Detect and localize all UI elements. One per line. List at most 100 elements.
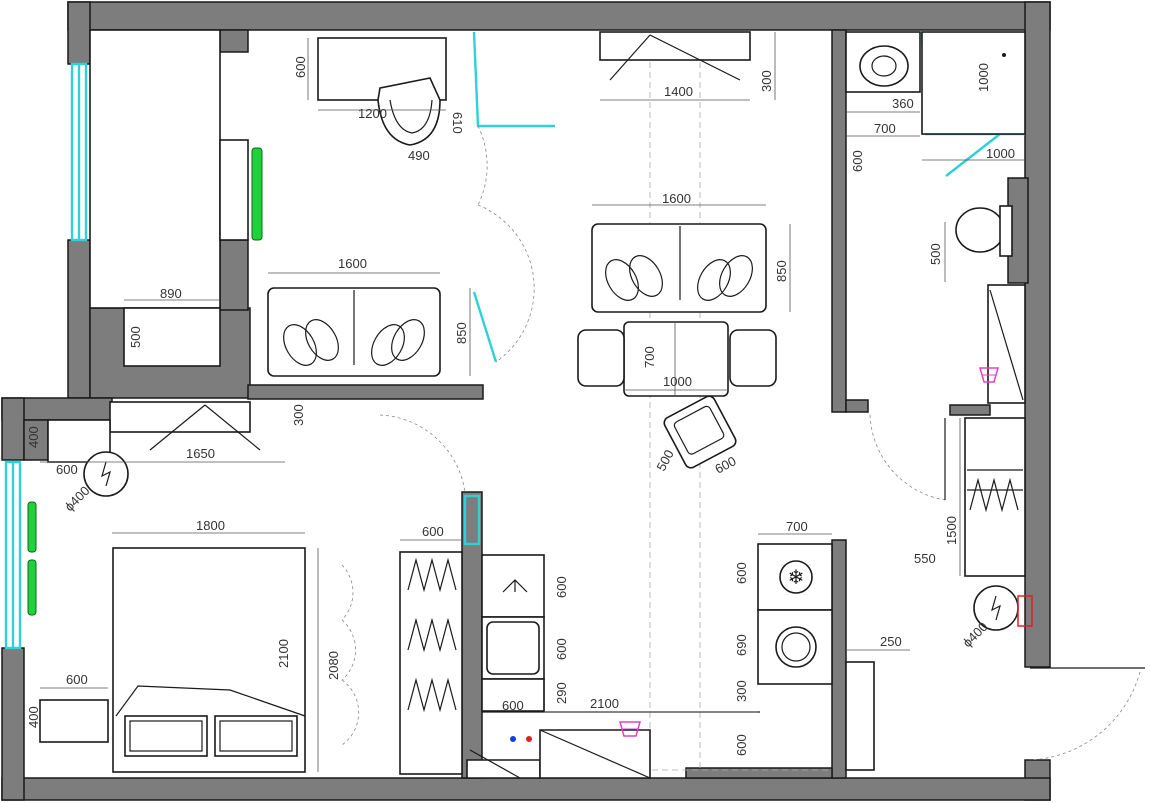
bedside-table	[39, 699, 109, 743]
wall-top	[67, 1, 1051, 31]
dimension-lines	[40, 32, 1025, 772]
dim-kitchen-module-1: 600	[554, 576, 569, 598]
balcony-low-cabinet	[123, 307, 221, 367]
dim-kitchen-run: 2100	[590, 696, 619, 711]
dim-sofa-office-depth: 850	[454, 322, 469, 344]
dim-armchair-width: 600	[712, 453, 738, 476]
dim-bedroom-wardrobe-depth: 300	[291, 404, 306, 426]
dim-tv-width: 1400	[664, 84, 693, 99]
dim-kitchen-worktop: 600	[502, 698, 524, 713]
tv-unit	[599, 31, 751, 61]
balcony-floor	[89, 29, 221, 309]
dim-column-width: 250	[880, 634, 902, 649]
toilet	[955, 205, 1013, 257]
fuse-box-icon	[1017, 595, 1033, 627]
office-chair	[377, 77, 441, 146]
dim-office-chair-width: 490	[408, 148, 430, 163]
shower-tray	[921, 31, 1026, 135]
dim-shower-width: 1000	[986, 146, 1015, 161]
bedroom	[27, 401, 463, 775]
dim-kitchen-lower: 600	[734, 734, 749, 756]
dim-bath-wall-offset: 600	[850, 150, 865, 172]
walls	[1, 1, 1051, 801]
wall-bath-left	[831, 29, 847, 413]
window-office-door-leaf	[472, 31, 555, 128]
door-swings	[341, 125, 1145, 761]
radiator-bedroom-1	[27, 501, 37, 553]
dim-bed-length: 2100	[276, 639, 291, 668]
office-area	[89, 29, 447, 377]
wall-bath-stub-2	[949, 404, 991, 416]
guide-lines	[482, 32, 830, 771]
wall-balcony-stub	[219, 29, 249, 53]
dim-desk-width: 1200	[358, 106, 387, 121]
hallway	[964, 417, 1033, 631]
dining-chair-left	[577, 329, 625, 387]
dim-basin-width: 360	[892, 96, 914, 111]
dim-bedroom-wardrobe-width: 1650	[186, 446, 215, 461]
wall-bedroom-pier	[23, 419, 49, 461]
dim-tv-depth: 300	[759, 70, 774, 92]
pillow-right	[214, 715, 298, 757]
dining-armchair	[663, 395, 737, 469]
dim-fridge-depth: 600	[734, 562, 749, 584]
dim-table-width: 1000	[663, 374, 692, 389]
dim-armchair-depth: 500	[653, 447, 676, 473]
bathroom	[845, 31, 1026, 404]
wall-bedroom-left-top	[1, 397, 25, 461]
dim-table-depth: 700	[642, 346, 657, 368]
dim-desk-depth: 600	[293, 56, 308, 78]
dim-bed-width: 1800	[196, 518, 225, 533]
kitchen-outlet-icon	[619, 721, 641, 737]
dim-bedside-depth: 400	[26, 706, 41, 728]
dim-office-chair-depth: 610	[450, 112, 465, 134]
wall-kitchen-right	[831, 539, 847, 779]
dim-sofa-living-depth: 850	[774, 260, 789, 282]
balcony-cabinet	[219, 139, 249, 241]
hot-tap-icon	[526, 736, 532, 742]
dim-hall-wardrobe-depth: 550	[914, 551, 936, 566]
wall-bedroom-left-bottom	[1, 647, 25, 801]
dim-bedroom-shelf-depth: 400	[26, 426, 41, 448]
dim-washer-depth: 690	[734, 634, 749, 656]
wall-left-mid	[67, 239, 91, 399]
dim-kitchen-module-3: 290	[554, 682, 569, 704]
dim-kitchen-module-2: 600	[554, 638, 569, 660]
dim-fridge-width: 700	[786, 519, 808, 534]
bedroom-heater	[83, 451, 129, 497]
living-area	[577, 31, 777, 469]
dim-closet-depth: 600	[422, 524, 444, 539]
window-sofa-side	[472, 291, 498, 363]
bedroom-wardrobe	[109, 401, 251, 433]
sofa-living	[591, 223, 767, 313]
dim-wardrobe-length: 2080	[326, 651, 341, 680]
wall-left-top	[67, 1, 91, 65]
dim-balcony-depth: 890	[160, 286, 182, 301]
fridge	[757, 543, 833, 611]
cold-tap-icon	[510, 736, 516, 742]
bedroom-closet	[399, 551, 463, 775]
wall-bottom-niche	[685, 767, 833, 779]
snowflake-icon: ❄	[788, 565, 805, 589]
dim-balcony-cabinet: 500	[128, 326, 143, 348]
window-bedroom-stub	[463, 494, 481, 546]
dim-toilet-depth: 500	[928, 243, 943, 265]
pillow-left	[124, 715, 208, 757]
kitchen: ❄	[466, 543, 875, 779]
dim-shower-depth: 1000	[976, 63, 991, 92]
wall-balcony-pier	[219, 239, 249, 311]
wall-living-partition	[247, 384, 484, 400]
dim-sofa-living-width: 1600	[662, 191, 691, 206]
radiator-bedroom-2	[27, 559, 37, 616]
wall-bottom	[1, 777, 1051, 801]
dim-hall-wardrobe-width: 1500	[944, 516, 959, 545]
dining-chair-right	[729, 329, 777, 387]
radiator-office	[251, 147, 263, 241]
wall-bath-stub	[845, 399, 869, 413]
dim-sofa-office-width: 1600	[338, 256, 367, 271]
dim-basin-offset: 700	[874, 121, 896, 136]
dim-bedroom-shelf-offset: 600	[56, 462, 78, 477]
wall-right-upper	[1024, 1, 1051, 668]
